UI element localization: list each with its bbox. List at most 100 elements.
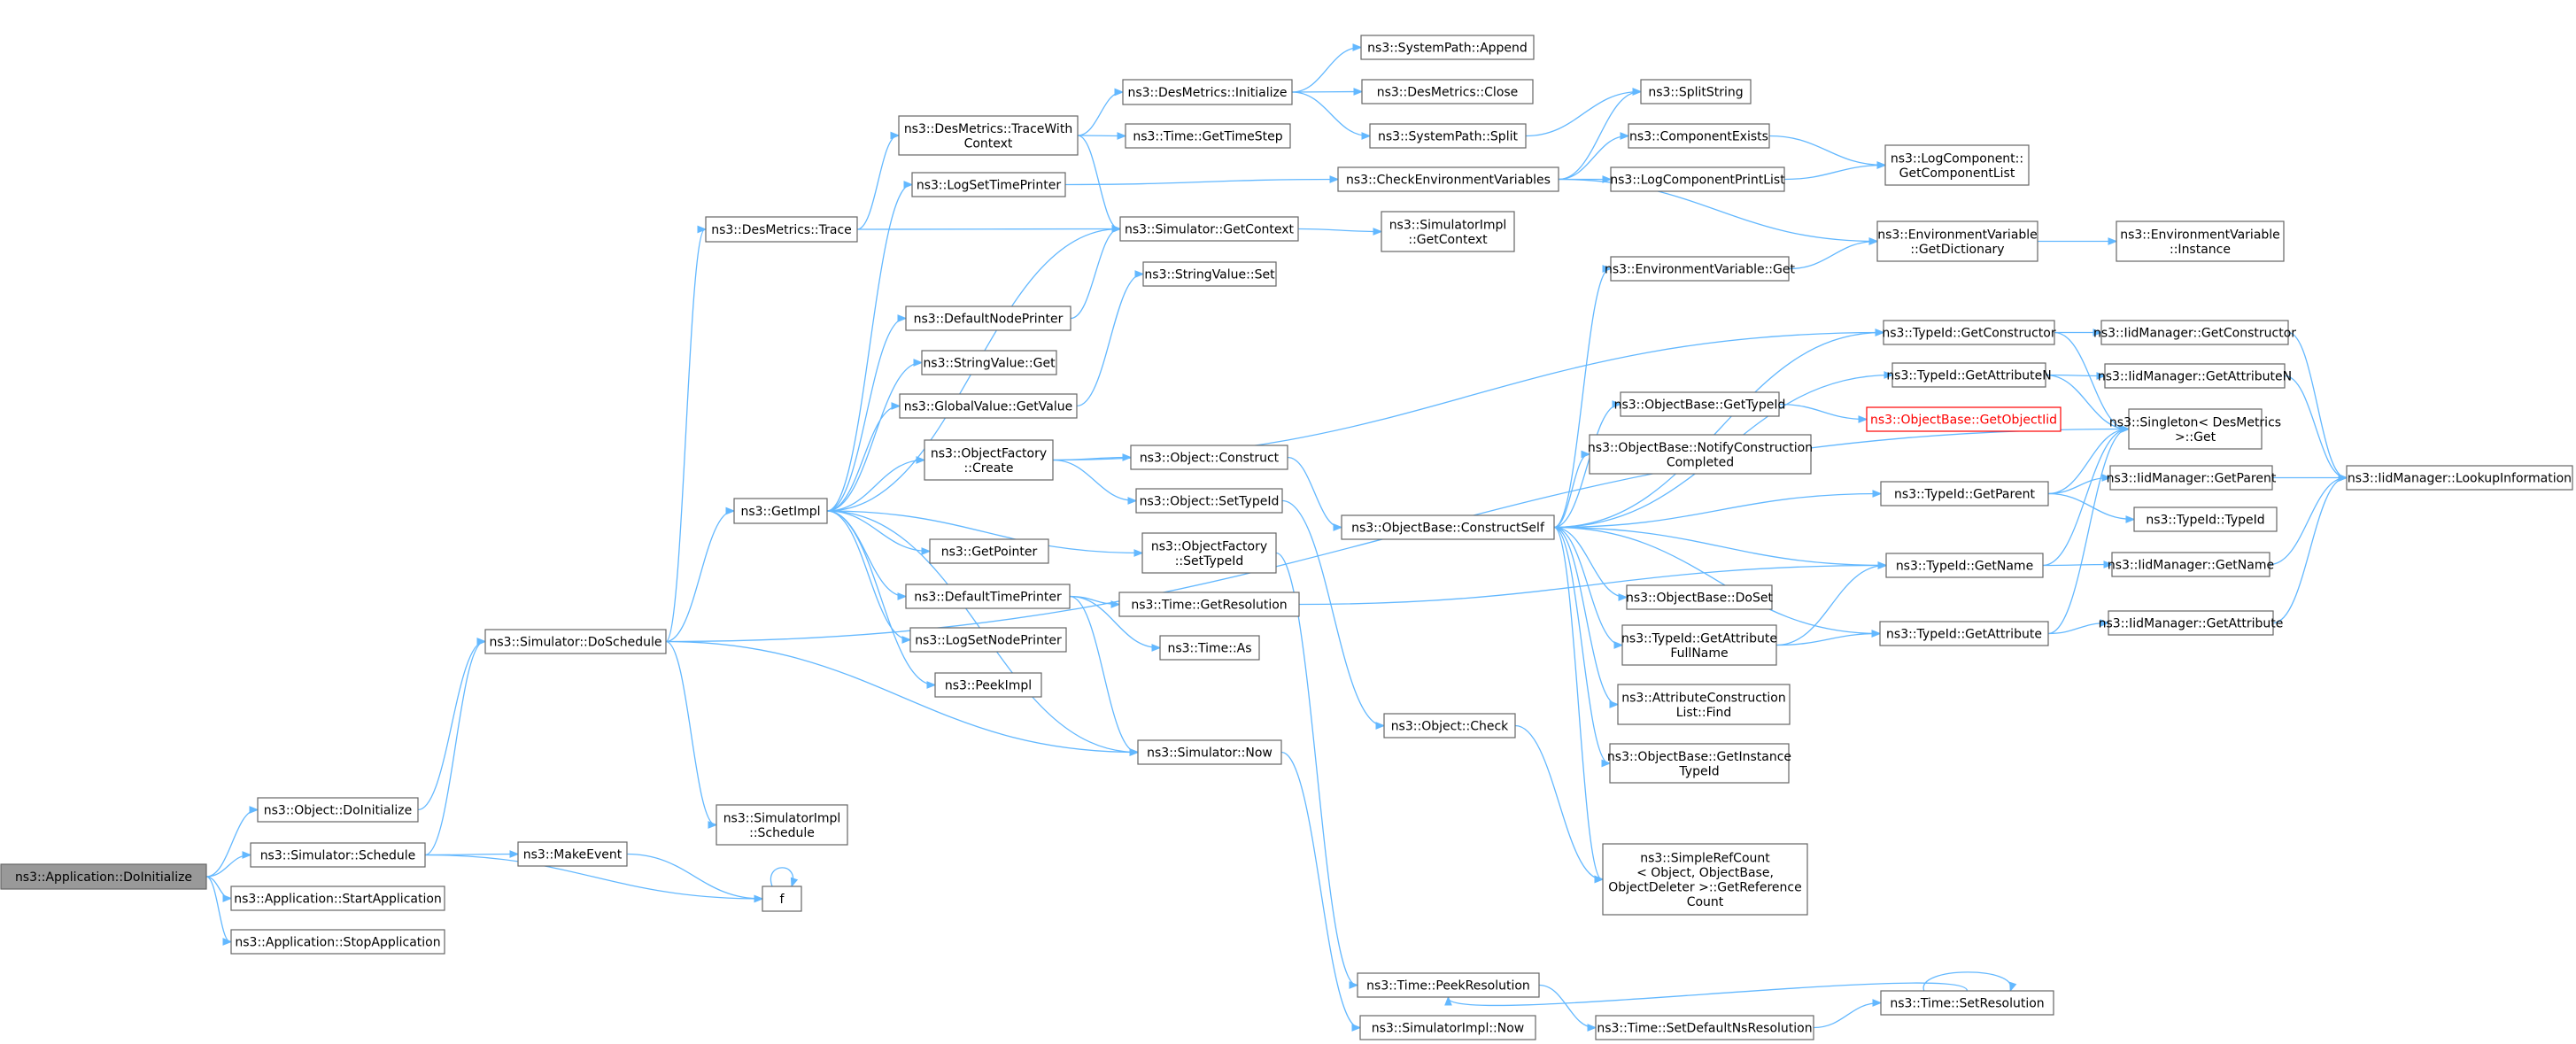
node-iid-getparent[interactable]: ns3::IidManager::GetParent (2107, 465, 2277, 491)
node-time-as[interactable]: ns3::Time::As (1159, 635, 1260, 661)
node-ob-doset[interactable]: ns3::ObjectBase::DoSet (1626, 584, 1773, 610)
node-deftimeprinter[interactable]: ns3::DefaultTimePrinter (905, 584, 1071, 609)
node-box (1610, 166, 1785, 192)
node-simimpl-sched[interactable]: ns3::SimulatorImpl::Schedule (716, 804, 848, 846)
node-strval-set[interactable]: ns3::StringValue::Set (1142, 261, 1277, 287)
node-defnodeprinter[interactable]: ns3::DefaultNodePrinter (905, 305, 1071, 331)
node-box (1383, 713, 1516, 739)
node-obj-check[interactable]: ns3::Object::Check (1383, 713, 1516, 739)
arrowhead (1352, 43, 1363, 51)
node-time-getres[interactable]: ns3::Time::GetResolution (1118, 592, 1300, 617)
node-iid-lookup[interactable]: ns3::IidManager::LookupInformation (2346, 465, 2573, 491)
edge-line (2047, 428, 2129, 495)
node-getimpl[interactable]: ns3::GetImpl (733, 498, 828, 524)
node-label: ns3::TypeId::GetAttribute (1886, 628, 2042, 642)
node-logsetnode[interactable]: ns3::LogSetNodePrinter (909, 627, 1067, 653)
node-label: ns3::ObjectFactory (931, 446, 1047, 460)
edge-line (1788, 240, 1877, 270)
node-app-doinit[interactable]: ns3::Application::DoInitialize (0, 863, 207, 890)
node-simimpl-getctx[interactable]: ns3::SimulatorImpl::GetContext (1381, 211, 1515, 252)
node-app-start[interactable]: ns3::Application::StartApplication (230, 885, 445, 911)
node-tid-getctor[interactable]: ns3::TypeId::GetConstructor (1882, 320, 2056, 345)
node-sim-getctx[interactable]: ns3::Simulator::GetContext (1119, 216, 1299, 242)
node-sim-dosched[interactable]: ns3::Simulator::DoSchedule (484, 629, 667, 654)
node-label: ns3::IidManager::GetConstructor (2093, 327, 2296, 341)
node-box (1876, 220, 2038, 262)
node-des-trace[interactable]: ns3::DesMetrics::Trace (705, 216, 858, 243)
node-box (1125, 123, 1291, 149)
node-time-setres[interactable]: ns3::Time::SetResolution (1880, 990, 2054, 1016)
node-envvar-get[interactable]: ns3::EnvironmentVariable::Get (1605, 256, 1795, 282)
node-box (250, 842, 426, 868)
arrowhead (1875, 329, 1885, 336)
node-obj-construct[interactable]: ns3::Object::Construct (1130, 445, 1288, 470)
node-objfac-create[interactable]: ns3::ObjectFactory::Create (924, 439, 1054, 481)
node-iid-getattrn[interactable]: ns3::IidManager::GetAttributeN (2098, 363, 2292, 389)
node-getpointer[interactable]: ns3::GetPointer (929, 538, 1049, 564)
node-label: ns3::ObjectBase::DoSet (1626, 592, 1773, 606)
node-makeevent[interactable]: ns3::MakeEvent (517, 841, 628, 867)
node-srefcount[interactable]: ns3::SimpleRefCount< Object, ObjectBase,… (1602, 843, 1808, 916)
node-box (1357, 972, 1540, 998)
node-ob-notify[interactable]: ns3::ObjectBase::NotifyConstructionCompl… (1588, 434, 1813, 475)
edge-line (1514, 724, 1603, 880)
node-ob-construct[interactable]: ns3::ObjectBase::ConstructSelf (1341, 514, 1555, 540)
node-sp-split[interactable]: ns3::SystemPath::Split (1369, 123, 1527, 149)
node-time-setdefns[interactable]: ns3::Time::SetDefaultNsResolution (1595, 1015, 1814, 1040)
node-iid-getname[interactable]: ns3::IidManager::GetName (2108, 552, 2274, 577)
node-obj-settypeid[interactable]: ns3::Object::SetTypeId (1135, 488, 1283, 514)
node-checkenv[interactable]: ns3::CheckEnvironmentVariables (1337, 166, 1559, 192)
node-tid-getparent[interactable]: ns3::TypeId::GetParent (1880, 481, 2049, 507)
node-label: ns3::StringValue::Set (1144, 268, 1275, 282)
node-envvar-getdict[interactable]: ns3::EnvironmentVariable::GetDictionary (1876, 220, 2038, 262)
edge-line (1077, 91, 1123, 136)
node-des-init[interactable]: ns3::DesMetrics::Initialize (1122, 79, 1293, 105)
node-box (2128, 408, 2263, 450)
node-time-gettimestep[interactable]: ns3::Time::GetTimeStep (1125, 123, 1291, 149)
node-ob-gettypeid[interactable]: ns3::ObjectBase::GetTypeId (1614, 391, 1786, 417)
node-sim-now[interactable]: ns3::Simulator::Now (1137, 739, 1282, 765)
node-logsettime[interactable]: ns3::LogSetTimePrinter (911, 172, 1066, 197)
node-compexists[interactable]: ns3::ComponentExists (1628, 123, 1770, 149)
node-obj-doinit[interactable]: ns3::Object::DoInitialize (257, 797, 419, 823)
node-simimpl-now[interactable]: ns3::SimulatorImpl::Now (1359, 1015, 1536, 1040)
node-objfac-settypeid[interactable]: ns3::ObjectFactory::SetTypeId (1141, 532, 1277, 574)
node-ob-getobjectiid[interactable]: ns3::ObjectBase::GetObjectIid (1866, 406, 2062, 432)
node-singleton-get[interactable]: ns3::Singleton< DesMetrics>::Get (2109, 408, 2281, 450)
node-envvar-inst[interactable]: ns3::EnvironmentVariable::Instance (2116, 220, 2285, 262)
node-peekimpl[interactable]: ns3::PeekImpl (934, 672, 1042, 698)
node-tid-typeid[interactable]: ns3::TypeId::TypeId (2133, 507, 2278, 532)
node-iid-getattr[interactable]: ns3::IidManager::GetAttribute (2099, 610, 2284, 636)
edge-deftimeprinter-to-sim-now (1069, 595, 1140, 756)
node-sp-append[interactable]: ns3::SystemPath::Append (1360, 35, 1535, 60)
node-tid-getattrn[interactable]: ns3::TypeId::GetAttributeN (1886, 362, 2052, 388)
node-label: ns3::ObjectBase::GetObjectIid (1870, 414, 2057, 428)
edge-tid-getattr-to-iid-getattr (2047, 619, 2110, 635)
node-logcompprint[interactable]: ns3::LogComponentPrintList (1610, 166, 1785, 192)
node-splitstring[interactable]: ns3::SplitString (1640, 79, 1752, 104)
node-sim-schedule[interactable]: ns3::Simulator::Schedule (250, 842, 426, 868)
node-des-close[interactable]: ns3::DesMetrics::Close (1361, 79, 1534, 104)
node-logcomp-getlist[interactable]: ns3::LogComponent::GetComponentList (1884, 144, 2030, 186)
arrowhead (2096, 372, 2107, 380)
node-tid-getattr[interactable]: ns3::TypeId::GetAttribute (1879, 621, 2049, 646)
node-gv-getvalue[interactable]: ns3::GlobalValue::GetValue (899, 393, 1078, 419)
edge-line (1297, 228, 1381, 233)
edge-line (2269, 476, 2347, 566)
node-iid-getctor[interactable]: ns3::IidManager::GetConstructor (2093, 320, 2296, 345)
edge-app-doinit-to-obj-doinit (205, 806, 259, 878)
arrowhead (1133, 549, 1144, 557)
edge-ob-construct-to-ob-doset (1553, 526, 1628, 601)
node-app-stop[interactable]: ns3::Application::StopApplication (230, 929, 445, 955)
node-label: ns3::DefaultNodePrinter (914, 313, 1064, 327)
edge-tid-getattr-to-singleton-get (2047, 425, 2131, 635)
node-strval-get[interactable]: ns3::StringValue::Get (921, 350, 1057, 375)
node-f[interactable]: f (762, 885, 802, 912)
node-tid-getname[interactable]: ns3::TypeId::GetName (1885, 553, 2044, 578)
node-label: ns3::ObjectFactory (1151, 539, 1267, 553)
node-time-peekres[interactable]: ns3::Time::PeekResolution (1357, 972, 1540, 998)
